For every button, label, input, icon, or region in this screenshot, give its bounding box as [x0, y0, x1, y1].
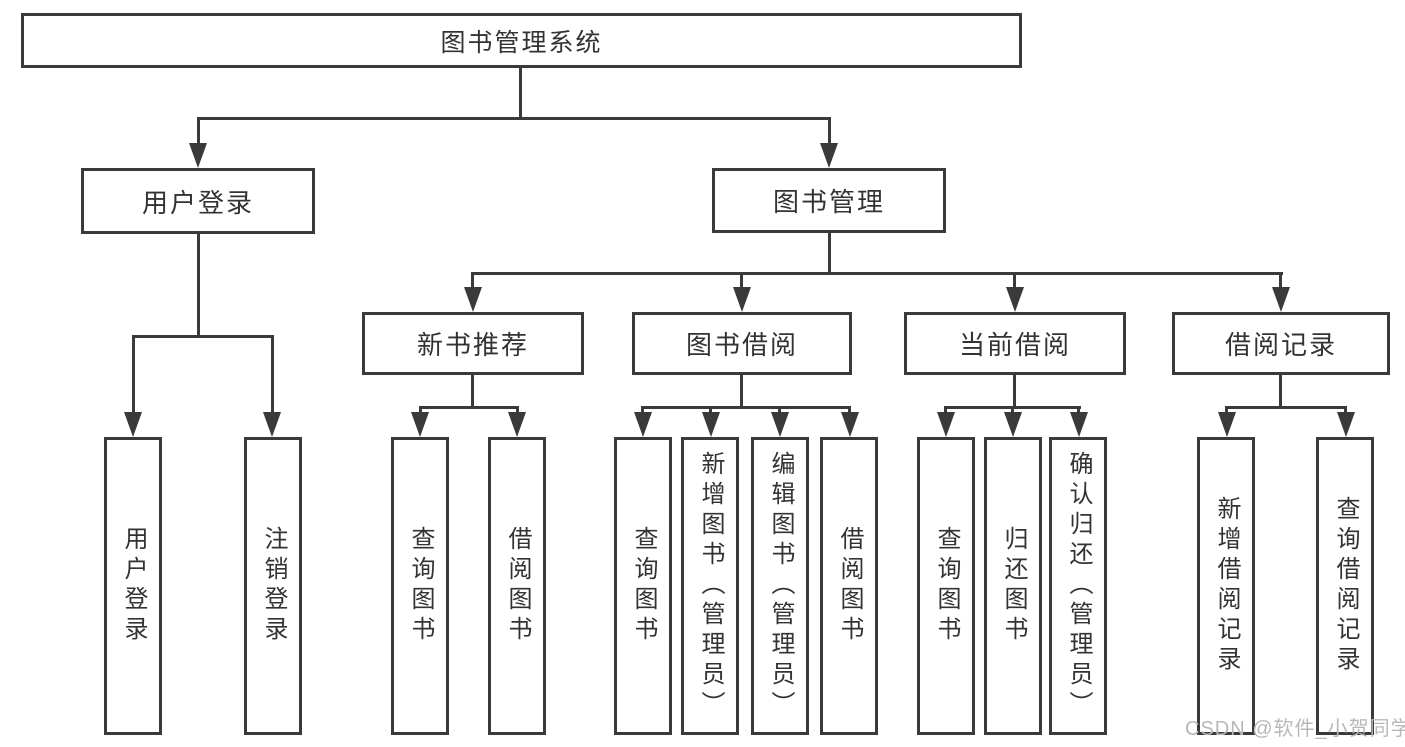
- connector-stem-user-login: [197, 117, 200, 145]
- arrow-down-icon: [1006, 287, 1024, 312]
- node-new-book-recommend-label: 新书推荐: [416, 330, 529, 360]
- leaf-query-books: 查询图书: [614, 437, 672, 735]
- node-borrow-records: 借阅记录: [1172, 312, 1390, 375]
- leaf-borrow-books: 借阅图书: [488, 437, 546, 735]
- leaf-label: 借阅图书: [836, 526, 863, 646]
- leaf-logout: 注销登录: [244, 437, 302, 735]
- leaf-query-books: 查询图书: [917, 437, 975, 735]
- arrow-down-icon: [937, 412, 955, 437]
- leaf-add-borrow-record: 新增借阅记录: [1197, 437, 1255, 735]
- connector-trunk: [1013, 375, 1016, 409]
- connector-rail: [419, 406, 519, 409]
- node-library-system-label: 图书管理系统: [440, 28, 603, 57]
- arrow-down-icon: [189, 143, 207, 168]
- node-current-borrow: 当前借阅: [904, 312, 1126, 375]
- connector-user-login-rail: [132, 335, 274, 338]
- arrow-down-icon: [124, 412, 142, 437]
- connector-stem-leaf: [709, 406, 712, 414]
- arrow-down-icon: [508, 412, 526, 437]
- leaf-label: 新增借阅记录: [1213, 496, 1240, 676]
- arrow-down-icon: [1070, 412, 1088, 437]
- connector-trunk: [740, 375, 743, 409]
- arrow-down-icon: [263, 412, 281, 437]
- leaf-query-borrow-record: 查询借阅记录: [1316, 437, 1374, 735]
- connector-rail: [641, 406, 851, 409]
- leaf-label: 注销登录: [260, 526, 287, 646]
- connector-root-trunk: [519, 68, 522, 120]
- connector-stem-leaf: [641, 406, 644, 414]
- leaf-label: 查询图书: [630, 526, 657, 646]
- node-book-borrow-label: 图书借阅: [685, 330, 798, 360]
- connector-stem-leaf: [944, 406, 947, 414]
- leaf-label: 归还图书: [1000, 526, 1027, 646]
- node-user-login: 用户登录: [81, 168, 315, 234]
- connector-stem-leaf: [1225, 406, 1228, 414]
- leaf-edit-books-admin: 编辑图书（管理员）: [751, 437, 809, 735]
- node-borrow-records-label: 借阅记录: [1224, 330, 1337, 360]
- connector-stem-book-mgmt: [828, 117, 831, 145]
- arrow-down-icon: [1218, 412, 1236, 437]
- arrow-down-icon: [1272, 287, 1290, 312]
- connector-stem-leaf: [132, 335, 135, 413]
- connector-stem-leaf: [1077, 406, 1080, 414]
- connector-stem-borrow-records: [1279, 272, 1282, 288]
- node-current-borrow-label: 当前借阅: [958, 330, 1071, 360]
- leaf-label: 用户登录: [120, 526, 147, 646]
- arrow-down-icon: [1337, 412, 1355, 437]
- leaf-query-books: 查询图书: [391, 437, 449, 735]
- arrow-down-icon: [841, 412, 859, 437]
- connector-stem-leaf: [271, 335, 274, 413]
- connector-stem-leaf: [516, 406, 519, 414]
- connector-trunk: [1279, 375, 1282, 409]
- connector-level2-rail: [197, 117, 831, 120]
- node-user-login-label: 用户登录: [141, 187, 254, 218]
- arrow-down-icon: [702, 412, 720, 437]
- leaf-label: 确认归还（管理员）: [1065, 451, 1092, 721]
- connector-stem-leaf: [419, 406, 422, 414]
- arrow-down-icon: [733, 287, 751, 312]
- leaf-label: 查询借阅记录: [1332, 496, 1359, 676]
- leaf-user-login: 用户登录: [104, 437, 162, 735]
- leaf-confirm-return-admin: 确认归还（管理员）: [1049, 437, 1107, 735]
- leaf-label: 借阅图书: [504, 526, 531, 646]
- connector-stem-book-borrow: [740, 272, 743, 288]
- connector-rail: [1225, 406, 1347, 409]
- arrow-down-icon: [464, 287, 482, 312]
- leaf-add-books-admin: 新增图书（管理员）: [681, 437, 739, 735]
- node-book-borrow: 图书借阅: [632, 312, 852, 375]
- leaf-label: 新增图书（管理员）: [697, 451, 724, 721]
- connector-trunk: [471, 375, 474, 409]
- connector-stem-leaf: [848, 406, 851, 414]
- arrow-down-icon: [1004, 412, 1022, 437]
- node-book-mgmt: 图书管理: [712, 168, 946, 233]
- connector-stem-new-book: [471, 272, 474, 288]
- connector-book-mgmt-trunk: [828, 233, 831, 275]
- node-library-system: 图书管理系统: [21, 13, 1022, 68]
- csdn-watermark: CSDN @软件_小贺同学: [1185, 718, 1405, 740]
- leaf-borrow-books: 借阅图书: [820, 437, 878, 735]
- leaf-label: 查询图书: [407, 526, 434, 646]
- connector-stem-current-borrow: [1013, 272, 1016, 288]
- leaf-label: 编辑图书（管理员）: [767, 451, 794, 721]
- node-book-mgmt-label: 图书管理: [772, 187, 885, 217]
- connector-user-login-trunk: [197, 234, 200, 338]
- arrow-down-icon: [411, 412, 429, 437]
- leaf-label: 查询图书: [933, 526, 960, 646]
- connector-stem-leaf: [1344, 406, 1347, 414]
- arrow-down-icon: [820, 143, 838, 168]
- leaf-return-books: 归还图书: [984, 437, 1042, 735]
- arrow-down-icon: [634, 412, 652, 437]
- connector-stem-leaf: [1011, 406, 1014, 414]
- arrow-down-icon: [771, 412, 789, 437]
- connector-stem-leaf: [778, 406, 781, 414]
- connector-level3-rail: [471, 272, 1283, 275]
- node-new-book-recommend: 新书推荐: [362, 312, 584, 375]
